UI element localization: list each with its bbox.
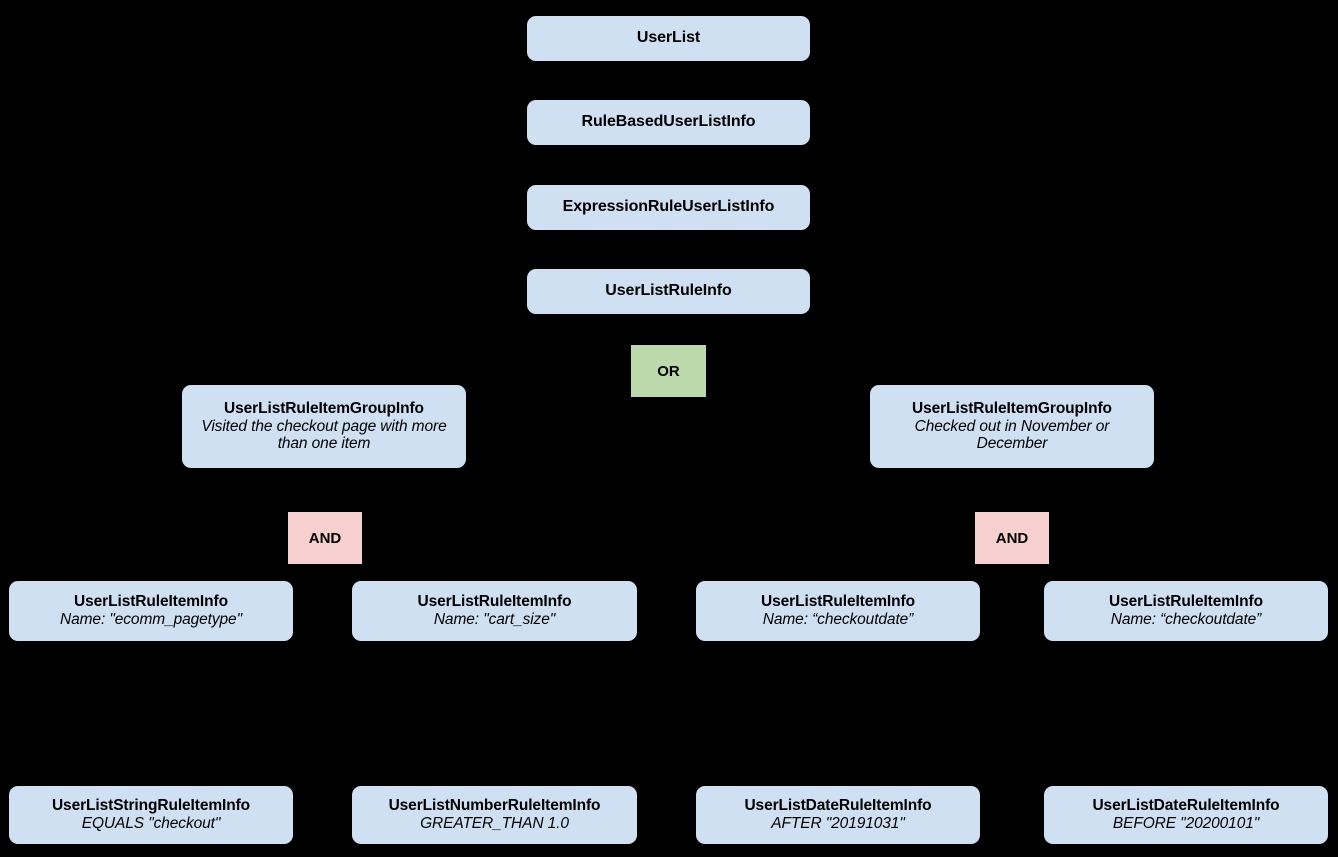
node-date-rule-item-info-before[interactable]: UserListDateRuleItemInfo BEFORE "2020010…	[1044, 786, 1328, 844]
node-title: RuleBasedUserListInfo	[581, 113, 756, 131]
node-title: UserListRuleItemGroupInfo	[912, 399, 1112, 417]
node-user-list[interactable]: UserList	[527, 16, 810, 61]
operator-label: AND	[995, 529, 1029, 547]
node-title: UserListRuleItemInfo	[417, 593, 572, 611]
node-group-right[interactable]: UserListRuleItemGroupInfo Checked out in…	[870, 385, 1154, 468]
node-title: UserListStringRuleItemInfo	[51, 797, 251, 815]
node-subtitle: Name: "cart_size"	[433, 611, 556, 628]
node-subtitle: Visited the checkout page with more than…	[201, 417, 447, 453]
node-title: UserListDateRuleItemInfo	[1092, 797, 1280, 815]
node-expression-rule-user-list-info[interactable]: ExpressionRuleUserListInfo	[527, 185, 810, 230]
node-subtitle: Name: “checkoutdate”	[1110, 611, 1262, 628]
node-subtitle: BEFORE "20200101"	[1112, 815, 1260, 832]
node-title: UserListDateRuleItemInfo	[744, 797, 932, 815]
node-item-checkoutdate-after[interactable]: UserListRuleItemInfo Name: “checkoutdate…	[696, 581, 980, 641]
operator-and-left[interactable]: AND	[288, 512, 362, 564]
node-subtitle: Checked out in November or December	[914, 417, 1110, 453]
node-item-ecomm-pagetype[interactable]: UserListRuleItemInfo Name: "ecomm_pagety…	[9, 581, 293, 641]
node-title: ExpressionRuleUserListInfo	[562, 198, 775, 216]
node-title: UserListRuleItemGroupInfo	[224, 399, 424, 417]
node-title: UserList	[636, 29, 701, 47]
node-string-rule-item-info[interactable]: UserListStringRuleItemInfo EQUALS "check…	[9, 786, 293, 844]
node-date-rule-item-info-after[interactable]: UserListDateRuleItemInfo AFTER "20191031…	[696, 786, 980, 844]
node-title: UserListRuleItemInfo	[1109, 593, 1263, 611]
node-subtitle: AFTER "20191031"	[771, 815, 905, 832]
node-user-list-rule-info[interactable]: UserListRuleInfo	[527, 269, 810, 314]
node-rule-based-user-list-info[interactable]: RuleBasedUserListInfo	[527, 100, 810, 145]
node-subtitle: EQUALS "checkout"	[81, 815, 221, 832]
node-subtitle: GREATER_THAN 1.0	[420, 815, 569, 832]
node-subtitle: Name: "ecomm_pagetype"	[60, 611, 242, 628]
node-number-rule-item-info[interactable]: UserListNumberRuleItemInfo GREATER_THAN …	[352, 786, 637, 844]
operator-and-right[interactable]: AND	[975, 512, 1049, 564]
node-title: UserListRuleItemInfo	[761, 593, 915, 611]
node-item-checkoutdate-before[interactable]: UserListRuleItemInfo Name: “checkoutdate…	[1044, 581, 1328, 641]
node-title: UserListRuleInfo	[605, 282, 732, 300]
operator-label: AND	[308, 529, 342, 547]
node-title: UserListRuleItemInfo	[74, 593, 228, 611]
node-item-cart-size[interactable]: UserListRuleItemInfo Name: "cart_size"	[352, 581, 637, 641]
operator-label: OR	[657, 362, 680, 380]
operator-or[interactable]: OR	[631, 345, 706, 397]
node-subtitle: Name: “checkoutdate”	[762, 611, 914, 628]
node-title: UserListNumberRuleItemInfo	[388, 797, 601, 815]
node-group-left[interactable]: UserListRuleItemGroupInfo Visited the ch…	[182, 385, 466, 468]
